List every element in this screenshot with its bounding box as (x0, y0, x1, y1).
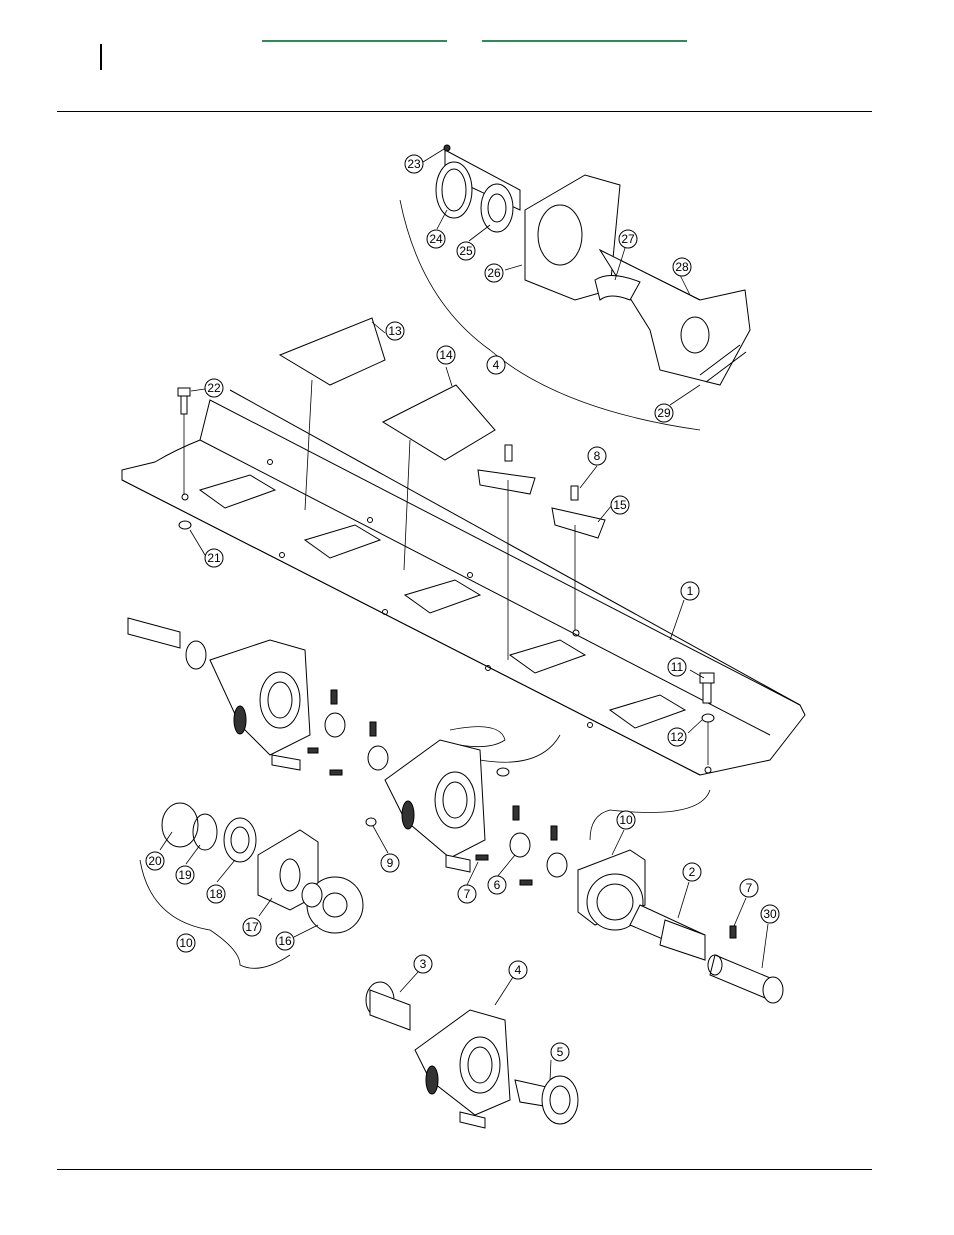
svg-text:29: 29 (657, 406, 671, 420)
callout-11: 11 (667, 657, 687, 677)
callout-6: 6 (487, 875, 507, 895)
svg-text:10: 10 (619, 813, 633, 827)
svg-text:13: 13 (388, 324, 402, 338)
callout-leaders (159, 148, 769, 1081)
callout-24: 24 (426, 229, 446, 249)
lower-meter (365, 981, 579, 1129)
cover-14 (381, 384, 496, 461)
svg-text:24: 24 (429, 232, 443, 246)
callout-19: 19 (175, 865, 195, 885)
svg-text:11: 11 (671, 660, 684, 674)
disk-25 (480, 183, 514, 233)
svg-text:2: 2 (689, 865, 696, 879)
callout-2: 2 (682, 862, 702, 882)
svg-text:27: 27 (621, 232, 635, 246)
cover-13 (278, 317, 386, 386)
drive-row (127, 617, 784, 1004)
scraper-15 (551, 507, 606, 539)
bottom-rule (57, 1169, 872, 1170)
svg-text:4: 4 (515, 963, 522, 977)
bearing-18 (223, 817, 257, 863)
svg-text:16: 16 (278, 934, 292, 948)
callout-4-upper: 4 (486, 355, 506, 375)
callout-10-left: 10 (176, 933, 196, 953)
callout-7-right: 7 (739, 878, 759, 898)
callout-27: 27 (618, 229, 638, 249)
plate-upper (477, 469, 536, 495)
svg-text:7: 7 (746, 881, 753, 895)
bracket-27 (594, 275, 641, 301)
callout-16: 16 (275, 931, 295, 951)
callout-8: 8 (587, 446, 607, 466)
callout-23: 23 (404, 154, 424, 174)
callout-10-right: 10 (616, 810, 636, 830)
svg-text:23: 23 (407, 157, 421, 171)
rod-29 (699, 344, 747, 383)
top-rule (57, 111, 872, 112)
snap-ring-19 (192, 813, 218, 851)
svg-text:5: 5 (557, 1045, 564, 1059)
callout-3: 3 (413, 954, 433, 974)
nut-9 (365, 817, 377, 827)
svg-text:9: 9 (387, 856, 394, 870)
screw-23 (443, 144, 451, 152)
callout-20: 20 (145, 851, 165, 871)
meter-housing-detail (399, 144, 751, 431)
svg-text:26: 26 (487, 266, 501, 280)
callout-4-lower: 4 (508, 960, 528, 980)
svg-text:8: 8 (594, 449, 601, 463)
svg-text:6: 6 (494, 878, 501, 892)
callout-14: 14 (436, 345, 456, 365)
header-vertical-bar (100, 44, 102, 70)
callout-21: 21 (204, 548, 224, 568)
bolt-8 (570, 485, 579, 501)
header-link-right[interactable] (482, 40, 687, 42)
svg-text:22: 22 (207, 381, 221, 395)
bolt-22-shank (180, 395, 188, 415)
bolt-11-head (699, 672, 715, 684)
svg-text:21: 21 (207, 551, 221, 565)
callout-15: 15 (610, 495, 630, 515)
callout-9: 9 (380, 853, 400, 873)
plate-24 (435, 161, 473, 219)
callout-5: 5 (550, 1042, 570, 1062)
washer-12 (701, 713, 715, 723)
svg-text:17: 17 (245, 920, 259, 934)
svg-text:19: 19 (178, 868, 192, 882)
bolt-11-shank (702, 682, 712, 704)
snap-ring-20 (161, 802, 199, 848)
svg-text:25: 25 (459, 244, 473, 258)
svg-text:14: 14 (439, 348, 453, 362)
svg-text:20: 20 (148, 854, 162, 868)
callout-1: 1 (680, 581, 700, 601)
callout-12: 12 (667, 727, 687, 747)
svg-text:1: 1 (687, 584, 694, 598)
callout-30: 30 (760, 904, 780, 924)
svg-text:30: 30 (763, 907, 777, 921)
callout-29: 29 (654, 403, 674, 423)
bearing-subassembly (139, 802, 364, 969)
svg-text:4: 4 (493, 358, 500, 372)
callout-18: 18 (206, 884, 226, 904)
svg-text:12: 12 (670, 730, 684, 744)
svg-text:3: 3 (420, 957, 427, 971)
callout-17: 17 (242, 917, 262, 937)
callout-26: 26 (484, 263, 504, 283)
svg-text:10: 10 (179, 936, 193, 950)
callout-7-left: 7 (457, 884, 477, 904)
callout-22: 22 (204, 378, 224, 398)
callout-25: 25 (456, 241, 476, 261)
header-link-left[interactable] (262, 40, 447, 42)
callout-28: 28 (672, 257, 692, 277)
callout-13: 13 (385, 321, 405, 341)
beam-1 (121, 389, 806, 776)
svg-text:18: 18 (209, 887, 223, 901)
bolt-22-head (177, 387, 191, 397)
washer-21 (178, 520, 192, 530)
svg-text:28: 28 (675, 260, 689, 274)
svg-text:15: 15 (613, 498, 627, 512)
svg-text:7: 7 (464, 887, 471, 901)
